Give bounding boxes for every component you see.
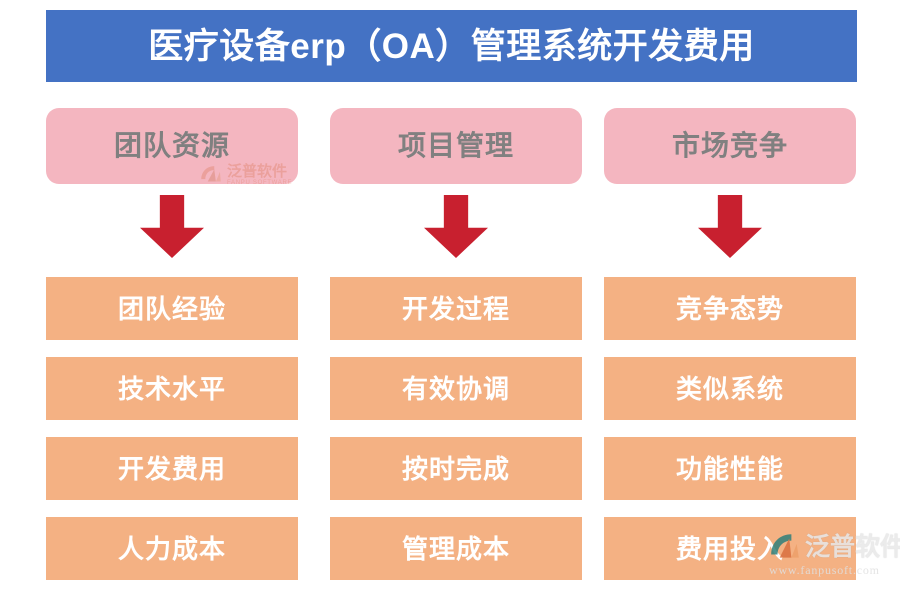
item-box: 有效协调 <box>330 357 582 420</box>
item-label: 团队经验 <box>117 293 226 324</box>
item-label: 开发过程 <box>401 293 510 324</box>
title-banner: 医疗设备erp（OA）管理系统开发费用 <box>46 10 857 82</box>
column-header-label: 团队资源 <box>113 130 230 161</box>
item-box: 费用投入 <box>604 517 856 580</box>
column-header-label: 项目管理 <box>397 130 514 161</box>
item-box: 技术水平 <box>46 357 298 420</box>
item-box: 人力成本 <box>46 517 298 580</box>
column-team-resources: 团队资源 团队经验 技术水平 开发费用 人力成本 <box>46 0 298 600</box>
item-label: 按时完成 <box>401 453 510 484</box>
down-arrow-icon <box>424 195 488 258</box>
column-market-competition: 市场竞争 竞争态势 类似系统 功能性能 费用投入 <box>604 0 856 600</box>
item-box: 按时完成 <box>330 437 582 500</box>
arrow-container <box>604 195 856 263</box>
column-project-management: 项目管理 开发过程 有效协调 按时完成 管理成本 <box>330 0 582 600</box>
item-label: 人力成本 <box>117 533 226 564</box>
item-box: 竞争态势 <box>604 277 856 340</box>
down-arrow-icon <box>140 195 204 258</box>
item-box: 开发过程 <box>330 277 582 340</box>
column-header-card: 市场竞争 <box>604 108 856 184</box>
page-title: 医疗设备erp（OA）管理系统开发费用 <box>148 26 755 66</box>
column-header-label: 市场竞争 <box>671 130 788 161</box>
column-header-card: 项目管理 <box>330 108 582 184</box>
item-box: 团队经验 <box>46 277 298 340</box>
item-box: 功能性能 <box>604 437 856 500</box>
item-label: 功能性能 <box>675 453 784 484</box>
item-label: 类似系统 <box>675 373 784 404</box>
item-label: 费用投入 <box>675 533 784 564</box>
item-box: 开发费用 <box>46 437 298 500</box>
item-label: 管理成本 <box>401 533 510 564</box>
item-label: 有效协调 <box>401 373 510 404</box>
item-label: 竞争态势 <box>675 293 784 324</box>
item-box: 类似系统 <box>604 357 856 420</box>
down-arrow-icon <box>698 195 762 258</box>
arrow-container <box>330 195 582 263</box>
column-header-card: 团队资源 <box>46 108 298 184</box>
item-box: 管理成本 <box>330 517 582 580</box>
item-label: 开发费用 <box>117 453 226 484</box>
arrow-container <box>46 195 298 263</box>
item-label: 技术水平 <box>117 373 226 404</box>
